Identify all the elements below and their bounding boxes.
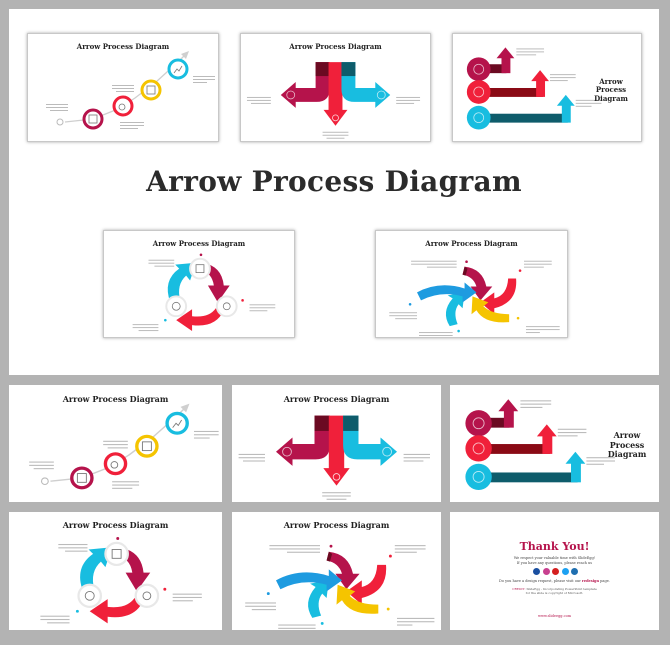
hero-title: Arrow Process Diagram (146, 165, 522, 198)
request-line: Do you have a design request, please vis… (499, 579, 610, 583)
slide-thumb-split[interactable]: Arrow Process Diagram (232, 385, 441, 502)
youtube-icon[interactable] (552, 568, 559, 575)
instagram-icon[interactable] (542, 568, 550, 575)
thank-you-title: Thank You! (519, 540, 590, 553)
pinwheel-diagram (376, 231, 567, 337)
slide-title: Arrow Process Diagram (289, 42, 382, 51)
ascending-circles-diagram (28, 34, 218, 141)
side-title: Arrow Process Diagram (607, 430, 647, 460)
cycle-diagram (104, 231, 294, 337)
split-arrows-diagram (232, 385, 441, 502)
slide-title: Arrow Process Diagram (62, 520, 169, 530)
thank-you-line2: If you have any questions, please reach … (516, 561, 593, 565)
facebook-icon[interactable] (533, 568, 540, 575)
slide-thumb-pinwheel[interactable]: Arrow Process Diagram (232, 512, 441, 630)
slide-title: Arrow Process Diagram (76, 42, 170, 51)
slide-title: Arrow Process Diagram (425, 239, 518, 248)
hero-thumb-split[interactable]: Arrow Process Diagram (240, 33, 431, 142)
slide-title: Arrow Process Diagram (152, 239, 246, 248)
cycle-diagram (9, 512, 222, 630)
hero-thumb-stepped[interactable]: Arrow Process Diagram (452, 33, 642, 142)
credit-line-2: for the slide is copyright of Microsoft. (525, 591, 584, 595)
social-icons (533, 568, 579, 575)
slide-title: Arrow Process Diagram (283, 520, 390, 530)
hero-thumb-cycle[interactable]: Arrow Process Diagram (103, 230, 295, 338)
side-title: Arrow Process Diagram (594, 77, 628, 103)
slide-title: Arrow Process Diagram (283, 394, 390, 404)
slide-thumb-thank-you[interactable]: Thank You! We respect your valuable time… (450, 512, 659, 630)
twitter-icon[interactable] (561, 568, 569, 575)
pinwheel-diagram (232, 512, 441, 630)
slide-thumb-cycle[interactable]: Arrow Process Diagram (9, 512, 222, 630)
credit-line: CREDIT: SlideEgg - Incorporating PowerPo… (512, 587, 597, 591)
slide-thumb-ascending[interactable]: Arrow Process Diagram (9, 385, 222, 502)
ascending-circles-diagram (9, 385, 222, 502)
split-arrows-diagram (241, 34, 430, 141)
linkedin-icon[interactable] (571, 568, 578, 575)
slide-title: Arrow Process Diagram (62, 394, 169, 404)
hero-thumb-ascending[interactable]: Arrow Process Diagram (27, 33, 219, 142)
redesign-link[interactable]: redesign (582, 579, 600, 583)
thank-you-line1: We respect your valuable time with Slide… (513, 556, 596, 560)
website-link[interactable]: www.slideegg.com (537, 614, 572, 618)
slide-thumb-stepped[interactable]: Arrow Process Diagram (450, 385, 659, 502)
hero-thumb-pinwheel[interactable]: Arrow Process Diagram (375, 230, 568, 338)
